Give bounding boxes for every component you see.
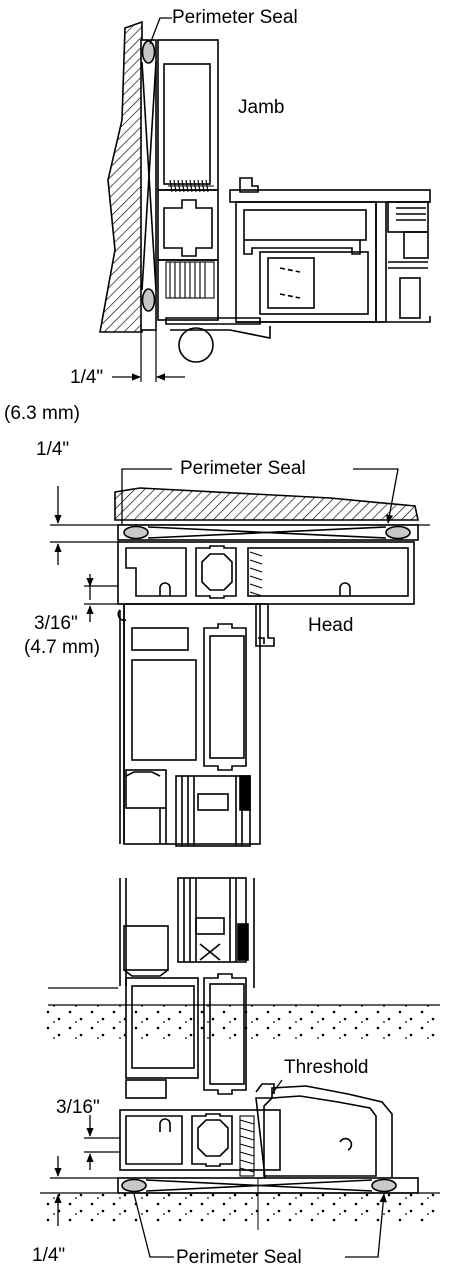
head-label: Head <box>308 615 354 636</box>
threshold-profile <box>255 1085 393 1187</box>
head-lintel-hatch <box>114 487 419 521</box>
threshold-leader <box>271 1079 283 1095</box>
head-perimeter-seal-label: Perimeter Seal <box>180 458 306 479</box>
threshold-dimensions <box>54 1115 120 1226</box>
threshold-section <box>40 877 440 1230</box>
threshold-offset-label: 3/16" <box>56 1097 100 1118</box>
head-offset-mm-label: (4.7 mm) <box>24 637 100 658</box>
threshold-seal-leaders <box>133 1194 384 1258</box>
jamb-gap-label: 1/4" <box>70 367 104 388</box>
threshold-perimeter-seal-label: Perimeter Seal <box>176 1247 302 1268</box>
jamb-perimeter-seal-label: Perimeter Seal <box>172 7 298 28</box>
jamb-label: Jamb <box>238 97 285 118</box>
head-offset-label: 3/16" <box>34 613 78 634</box>
threshold-gap-label: 1/4" <box>32 1245 66 1266</box>
jamb-wall-hatch <box>99 20 143 333</box>
jamb-section <box>99 20 431 382</box>
jamb-seal-leader <box>149 17 172 45</box>
threshold-label: Threshold <box>284 1057 369 1078</box>
head-gap-label: 1/4" <box>36 439 70 460</box>
head-section <box>50 487 430 847</box>
threshold-concrete <box>40 1005 440 1040</box>
head-seal-leaders <box>121 468 399 524</box>
head-dimensions <box>54 486 122 622</box>
jamb-gap-mm-label: (6.3 mm) <box>4 403 80 424</box>
